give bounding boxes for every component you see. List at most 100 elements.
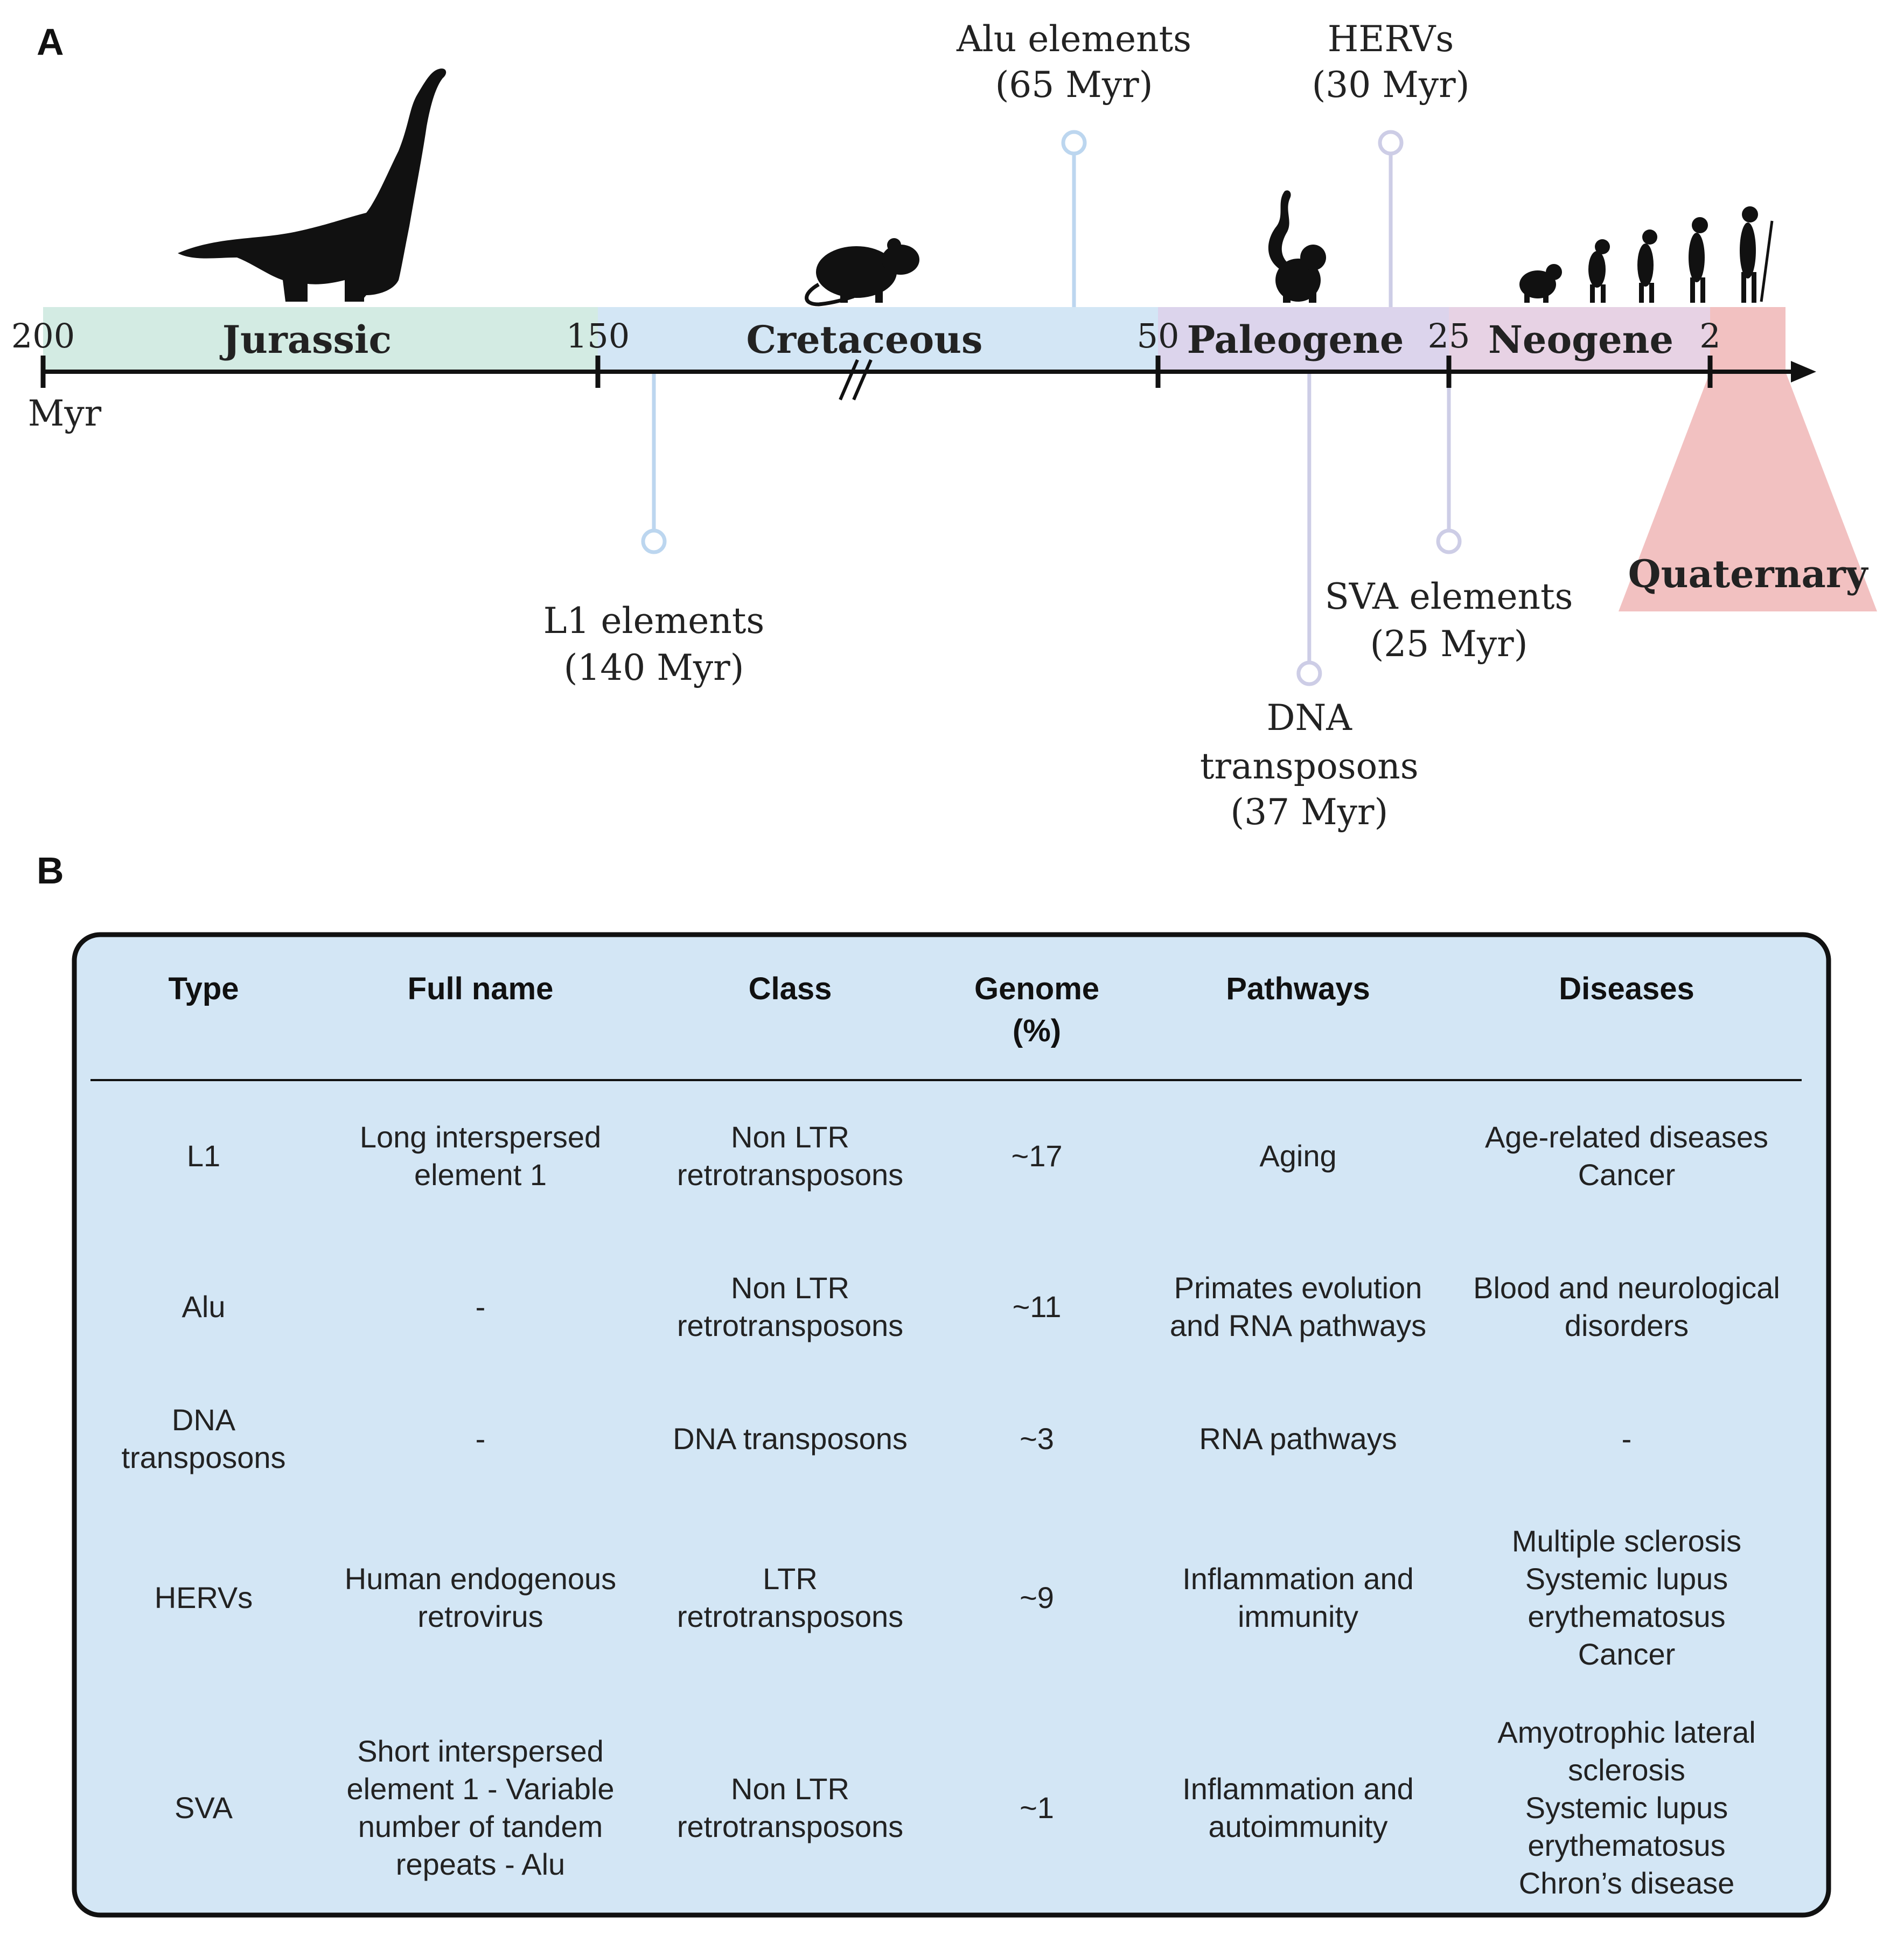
table-cell: Systemic lupus	[1525, 1791, 1728, 1825]
marker-label: transposons	[1200, 746, 1419, 787]
table-cell: sclerosis	[1568, 1753, 1685, 1787]
period-label: Jurassic	[219, 317, 392, 362]
table-cell: Age-related diseases	[1485, 1120, 1768, 1154]
table-header: Type	[168, 971, 239, 1006]
table-cell: Systemic lupus	[1525, 1562, 1728, 1596]
period-label: Neogene	[1488, 317, 1673, 362]
table-cell: Multiple sclerosis	[1512, 1524, 1741, 1558]
table-cell: erythematosus	[1528, 1599, 1725, 1633]
table-cell: ~17	[1012, 1139, 1063, 1173]
axis-break-mark	[839, 359, 859, 401]
table-cell: disorders	[1565, 1308, 1689, 1342]
period-bands	[43, 307, 1877, 611]
table-cell: Aging	[1259, 1139, 1336, 1173]
period-band	[598, 307, 1158, 372]
table-cell: Inflammation and	[1182, 1562, 1414, 1596]
table-header: Genome	[974, 971, 1099, 1006]
marker-label: L1 elements	[543, 600, 765, 642]
period-label: Quaternary	[1628, 552, 1869, 596]
human-evolution-icon	[1519, 206, 1774, 303]
period-label: Paleogene	[1187, 317, 1404, 362]
table-cell: retrotransposons	[677, 1599, 903, 1633]
table-cell: Short interspersed	[357, 1734, 604, 1768]
table-cell: -	[476, 1290, 486, 1324]
panel-a-label: A	[37, 21, 64, 63]
table-cell: Non LTR	[731, 1772, 849, 1806]
table-cell: Cancer	[1578, 1637, 1676, 1671]
table-cell: Non LTR	[731, 1271, 849, 1305]
table-cell: SVA	[175, 1791, 233, 1825]
period-band	[1710, 307, 1786, 372]
table-cell: Blood and neurological	[1473, 1271, 1780, 1305]
marker-circle	[641, 528, 667, 554]
table-cell: Non LTR	[731, 1120, 849, 1154]
marker-label: (25 Myr)	[1370, 623, 1528, 665]
table-header: Class	[749, 971, 832, 1006]
table-cell: transposons	[121, 1440, 285, 1474]
table-cell: L1	[187, 1139, 220, 1173]
marker-circle	[1436, 528, 1462, 554]
table-cell: retrotransposons	[677, 1809, 903, 1843]
period-label: Cretaceous	[747, 317, 983, 362]
rodent-icon	[805, 238, 919, 307]
marker-circle	[1378, 130, 1404, 156]
marker-labels: Alu elements(65 Myr)HERVs(30 Myr)L1 elem…	[543, 18, 1573, 833]
period-band	[43, 307, 598, 372]
marker-circle	[1061, 130, 1087, 156]
tick-label: 150	[566, 316, 630, 356]
axis-unit: Myr	[28, 393, 102, 434]
table-cell: repeats - Alu	[396, 1847, 565, 1881]
table-cell: ~1	[1020, 1791, 1054, 1825]
marker-label: DNA	[1267, 697, 1353, 739]
marker-label: (65 Myr)	[995, 64, 1153, 106]
period-band	[1449, 307, 1710, 372]
table-cell: ~3	[1020, 1422, 1054, 1456]
table-cell: autoimmunity	[1208, 1809, 1387, 1843]
table-cell: retrovirus	[417, 1599, 543, 1633]
tick-label: 50	[1137, 316, 1180, 356]
table-cell: and RNA pathways	[1170, 1308, 1426, 1342]
timeline-axis	[43, 359, 1816, 401]
table-cell: Cancer	[1578, 1158, 1676, 1192]
table-header: (%)	[1013, 1013, 1061, 1048]
axis-arrowhead	[1791, 361, 1816, 382]
marker-label: (37 Myr)	[1230, 791, 1388, 833]
table-cell: element 1	[414, 1158, 547, 1192]
lemur-icon	[1268, 190, 1326, 303]
axis-break-mark	[852, 359, 873, 401]
table-header: Full name	[408, 971, 554, 1006]
table-cell: number of tandem	[358, 1809, 603, 1843]
table-cell: retrotransposons	[677, 1158, 903, 1192]
tick-label: 2	[1699, 316, 1720, 356]
table-cell: Inflammation and	[1182, 1772, 1414, 1806]
table-cell: immunity	[1238, 1599, 1358, 1633]
quaternary-zoom	[1619, 372, 1877, 611]
period-band	[1158, 307, 1449, 372]
marker-label: SVA elements	[1325, 576, 1573, 617]
table-cell: RNA pathways	[1199, 1422, 1397, 1456]
tick-label: 200	[11, 316, 75, 356]
table-cell: element 1 - Variable	[347, 1772, 615, 1806]
table-cell: erythematosus	[1528, 1828, 1725, 1862]
table-panel	[72, 932, 1831, 1918]
table-cell: -	[1622, 1422, 1632, 1456]
marker-stems	[641, 130, 1462, 686]
table-cell: Human endogenous	[345, 1562, 616, 1596]
table-cell: Primates evolution	[1174, 1271, 1422, 1305]
table-cell: -	[476, 1422, 486, 1456]
table-cell: ~9	[1020, 1581, 1054, 1614]
table-cell: LTR	[763, 1562, 818, 1596]
table-header: Pathways	[1226, 971, 1370, 1006]
table-cell: retrotransposons	[677, 1308, 903, 1342]
marker-label: Alu elements	[956, 18, 1191, 60]
table-cell: HERVs	[155, 1581, 253, 1614]
table-cell: Alu	[182, 1290, 226, 1324]
table-cell: Amyotrophic lateral	[1497, 1715, 1755, 1749]
marker-circle	[1296, 660, 1322, 686]
period-labels: Jurassic Cretaceous Paleogene NeogeneQuater…	[219, 317, 1869, 596]
dinosaur-icon	[178, 68, 447, 302]
marker-label: HERVs	[1328, 18, 1454, 60]
